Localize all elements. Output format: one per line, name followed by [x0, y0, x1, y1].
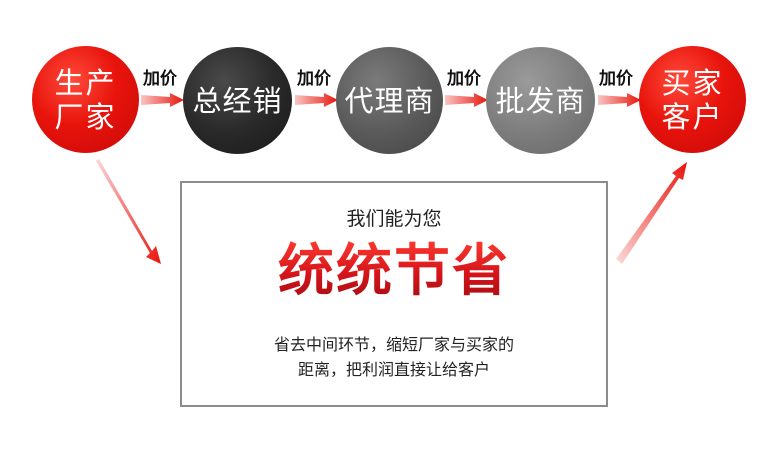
savings-description-line-1: 省去中间环节，缩短厂家与买家的: [273, 335, 514, 354]
node-general-distributor-label: 总经销: [192, 83, 283, 118]
markup-label-2: 加价: [297, 69, 331, 89]
markup-label-4: 加价: [599, 69, 633, 89]
arrow-1: [141, 93, 184, 107]
arrow-manufacturer-to-box: [94, 159, 161, 264]
node-manufacturer: 生产厂家: [32, 46, 139, 153]
markup-label-3: 加价: [447, 69, 481, 89]
node-general-distributor: 总经销: [183, 47, 292, 154]
node-wholesaler-label: 批发商: [495, 83, 586, 118]
arrow-3: [445, 93, 488, 107]
markup-label-1: 加价: [143, 69, 177, 89]
node-agent-label: 代理商: [344, 83, 435, 118]
savings-description-line-2: 距离，把利润直接让给客户: [297, 360, 490, 379]
node-manufacturer-label: 生产厂家: [54, 65, 117, 134]
node-customer-label: 买家客户: [661, 65, 724, 134]
savings-box: 我们能为您 统统节省 省去中间环节，缩短厂家与买家的 距离，把利润直接让给客户: [180, 181, 608, 407]
arrow-4: [598, 93, 641, 107]
arrow-box-to-customer: [616, 162, 687, 264]
arrow-2: [295, 93, 338, 107]
savings-headline: 统统节省: [182, 238, 606, 304]
node-customer: 买家客户: [639, 46, 746, 153]
node-agent: 代理商: [336, 47, 443, 154]
savings-description: 省去中间环节，缩短厂家与买家的 距离，把利润直接让给客户: [182, 332, 606, 382]
savings-intro: 我们能为您: [346, 208, 442, 230]
node-wholesaler: 批发商: [486, 47, 595, 154]
